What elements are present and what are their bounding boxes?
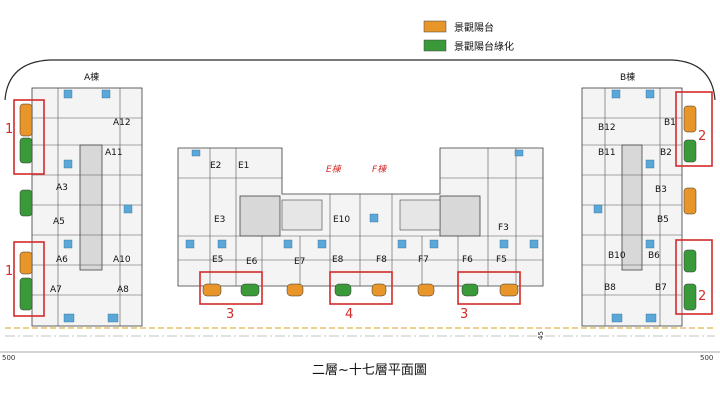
balcony-orange <box>19 103 33 137</box>
unit-b7: B7 <box>655 283 667 293</box>
balcony-green <box>683 249 697 273</box>
unit-e10: E10 <box>333 215 350 225</box>
unit-e8: E8 <box>332 255 344 265</box>
balcony-green <box>240 283 260 297</box>
building-b: B棟 B1 B12 B11 B2 B3 B5 B10 B6 B8 B7 <box>581 71 697 327</box>
building-a-core <box>79 144 103 271</box>
balcony-green <box>19 137 33 164</box>
marker-label: 3 <box>460 307 468 322</box>
balcony-green <box>334 283 352 297</box>
unit-b12: B12 <box>598 123 616 133</box>
unit-a8: A8 <box>117 285 129 295</box>
unit-e2: E2 <box>210 161 221 171</box>
balcony-green <box>683 283 697 311</box>
balcony-orange <box>683 105 697 133</box>
unit-a7: A7 <box>50 285 62 295</box>
marker-label: 1 <box>5 122 13 137</box>
unit-f3: F3 <box>498 223 509 233</box>
building-f-core <box>439 195 481 237</box>
marker-box <box>675 239 713 315</box>
balcony-orange <box>683 187 697 215</box>
callout-markers: 1 1 2 2 3 4 3 <box>5 91 713 322</box>
balcony-orange <box>286 283 304 297</box>
dimension-right: 500 <box>700 354 713 362</box>
unit-a12: A12 <box>113 118 131 128</box>
marker-label: 4 <box>345 307 353 322</box>
balcony-orange <box>202 283 222 297</box>
unit-a11: A11 <box>105 148 123 158</box>
unit-a10: A10 <box>113 255 131 265</box>
building-e-core <box>239 195 281 237</box>
unit-f6: F6 <box>462 255 473 265</box>
balcony-orange <box>19 251 33 275</box>
drawing-caption: 二層~十七層平面圖 <box>312 363 427 378</box>
unit-b8: B8 <box>604 283 616 293</box>
building-b-label: B棟 <box>620 71 635 83</box>
unit-f7: F7 <box>418 255 429 265</box>
building-a: A棟 A12 A11 A3 A5 A6 A10 A7 A8 <box>19 71 143 327</box>
unit-e6: E6 <box>246 257 258 267</box>
unit-b10: B10 <box>608 251 626 261</box>
unit-e7: E7 <box>294 257 305 267</box>
unit-a3: A3 <box>56 183 68 193</box>
marker-label: 1 <box>5 264 13 279</box>
balcony-orange <box>499 283 519 297</box>
unit-b6: B6 <box>648 251 660 261</box>
balcony-green <box>19 189 33 217</box>
unit-a5: A5 <box>53 217 65 227</box>
marker-label: 2 <box>698 129 706 144</box>
marker-box <box>13 241 45 317</box>
unit-e3: E3 <box>214 215 225 225</box>
legend-swatch-green <box>423 39 447 52</box>
unit-b5: B5 <box>657 215 669 225</box>
marker-box <box>13 99 45 175</box>
balcony-green <box>683 139 697 163</box>
marker-box <box>329 271 393 305</box>
legend-label-balcony-green: 景觀陽台綠化 <box>454 40 514 53</box>
dimension-setback: 45 <box>537 331 545 340</box>
unit-e5: E5 <box>212 255 223 265</box>
marker-box <box>675 91 713 167</box>
marker-label: 3 <box>226 307 234 322</box>
unit-f8: F8 <box>376 255 387 265</box>
building-e-f: E棟 F棟 E2 E1 E3 E5 E6 E7 E8 E10 F3 F8 F7 … <box>177 147 544 297</box>
unit-b1: B1 <box>664 118 676 128</box>
unit-b11: B11 <box>598 148 616 158</box>
site-boundary <box>4 59 716 101</box>
legend: 景觀陽台 景觀陽台綠化 <box>423 20 514 53</box>
building-a-label: A棟 <box>84 71 99 83</box>
unit-f5: F5 <box>496 255 507 265</box>
balcony-green <box>461 283 479 297</box>
building-f-label: F棟 <box>372 164 388 175</box>
unit-b2: B2 <box>660 148 672 158</box>
building-e-label: E棟 <box>326 164 343 175</box>
legend-label-balcony: 景觀陽台 <box>454 21 494 34</box>
balcony-green <box>19 277 33 311</box>
balcony-orange <box>371 283 387 297</box>
dimension-left: 500 <box>2 354 15 362</box>
marker-box <box>199 271 263 305</box>
balcony-orange <box>417 283 435 297</box>
unit-a6: A6 <box>56 255 68 265</box>
marker-label: 2 <box>698 289 706 304</box>
unit-b3: B3 <box>655 185 667 195</box>
legend-swatch-orange <box>423 20 447 33</box>
unit-e1: E1 <box>238 161 249 171</box>
marker-box <box>457 271 521 305</box>
